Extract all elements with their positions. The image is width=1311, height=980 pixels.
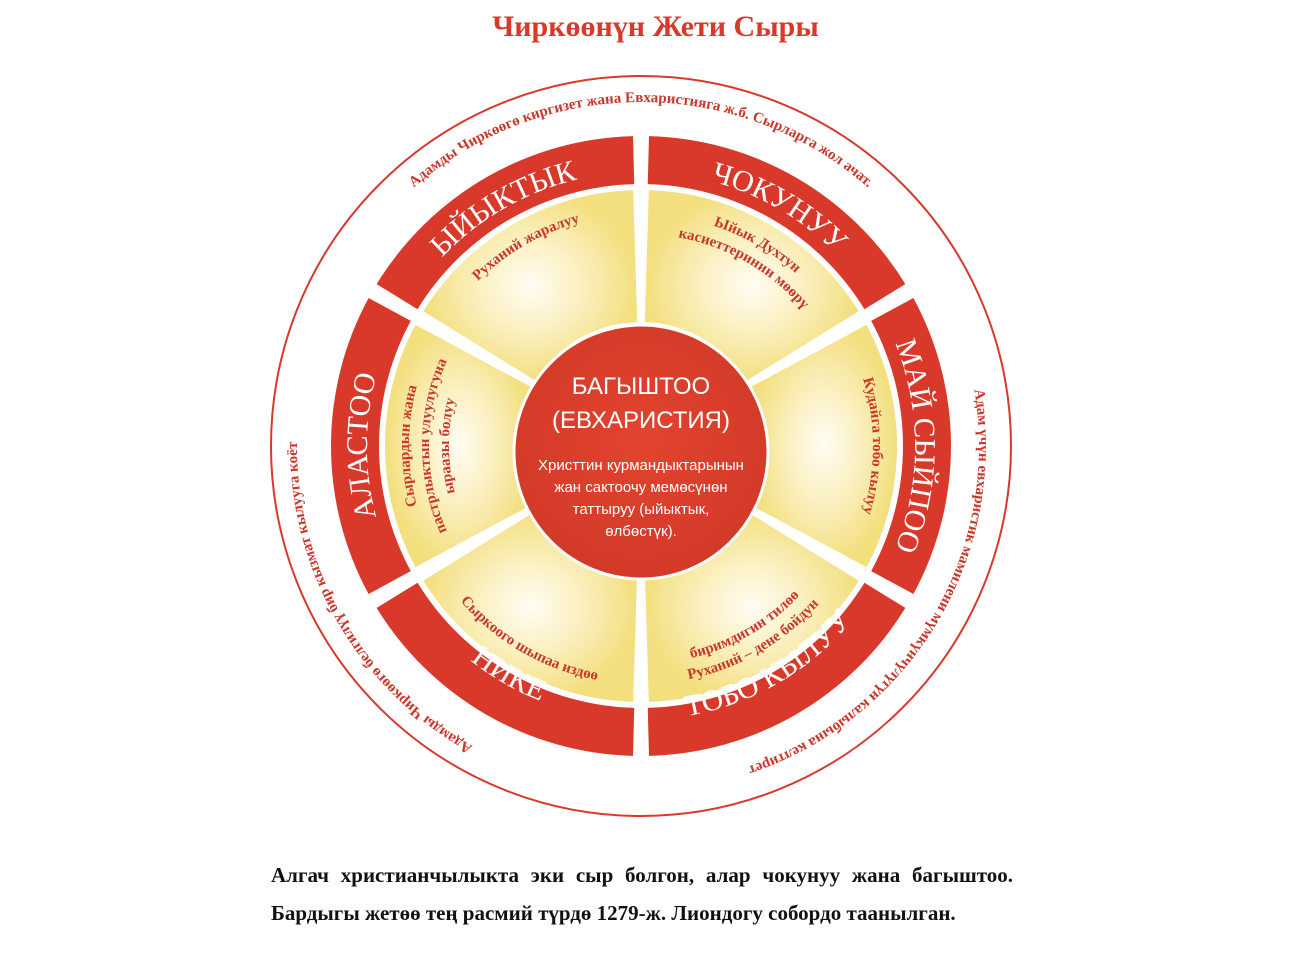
segment-wedge-1 [423, 190, 638, 381]
segment-band-5 [376, 582, 635, 756]
segment-band-4 [647, 582, 906, 756]
center-desc-line-2: жан сактоочу мемөсүнөн [554, 479, 727, 496]
segment-band-6 [330, 297, 411, 595]
page-title: Чиркөөнүн Жети Сыры [492, 10, 819, 43]
center-title-line2: (ЕВХАРИСТИЯ) [552, 407, 730, 434]
outer-ring [270, 75, 1012, 817]
center-desc-line-4: өлбөстүк). [605, 523, 677, 540]
segment-band-3 [871, 297, 951, 595]
segment-wedge-3 [750, 324, 897, 568]
bottom-paragraph: Алгач христианчылыкта эки сыр болгон, ал… [271, 863, 1013, 925]
segment-desc-6-line-1: Сырлардын жана [397, 383, 421, 509]
segment-desc-6-line-3: ыраазы болуу [437, 396, 459, 496]
segment-band-1 [376, 136, 635, 310]
segment-band-2 [647, 136, 906, 310]
center-desc-line-3: таттыруу (ыйыктык, [573, 501, 710, 518]
center-circle [512, 323, 770, 581]
center-desc-line-1: Христтин курмандыктарынын [538, 457, 744, 474]
center-title-line1: БАГЫШТОО [572, 373, 710, 400]
segment-wedge-2 [644, 190, 859, 381]
segment-wedge-6 [384, 324, 532, 568]
